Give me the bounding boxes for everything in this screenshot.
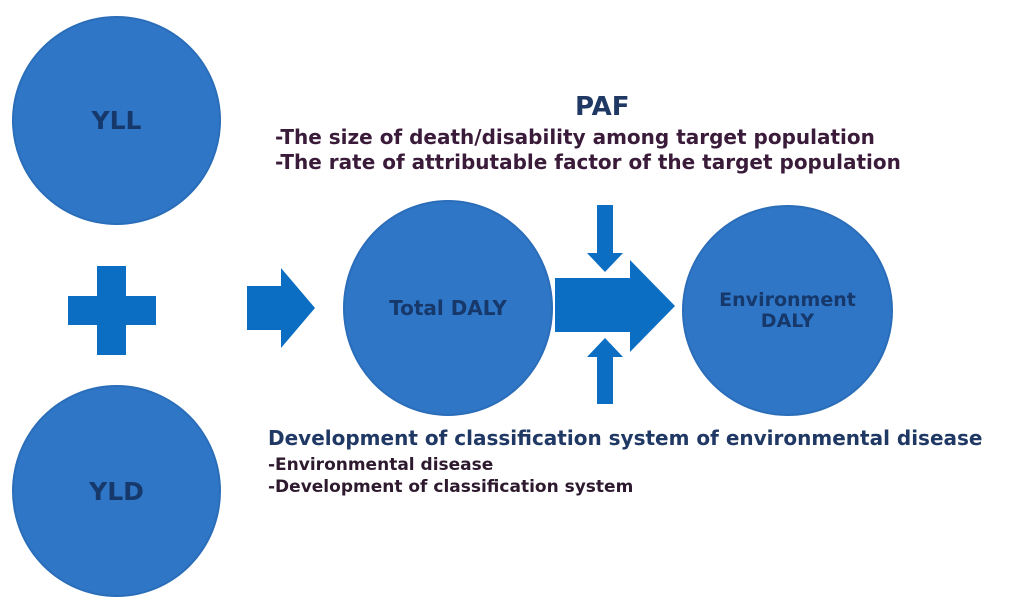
paf-line-2: -The rate of attributable factor of the … <box>275 150 901 174</box>
environment-daly-label: Environment DALY <box>719 288 856 332</box>
paf-line-1: -The size of death/disability among targ… <box>275 125 875 149</box>
arrow-right-to-total <box>247 268 315 348</box>
classification-title: Development of classification system of … <box>268 426 983 450</box>
classification-line-2: -Development of classification system <box>268 477 634 497</box>
classification-line-1: -Environmental disease <box>268 455 494 475</box>
arrow-down-paf <box>587 205 623 272</box>
total-daly-circle: Total DALY <box>343 200 553 416</box>
arrow-right-to-environment <box>555 260 675 352</box>
yll-circle: YLL <box>12 16 221 225</box>
paf-title: PAF <box>575 92 630 122</box>
yld-label: YLD <box>89 476 144 506</box>
arrow-up-classification <box>587 338 623 404</box>
total-daly-label: Total DALY <box>389 296 507 320</box>
yld-circle: YLD <box>12 385 221 597</box>
yll-label: YLL <box>91 106 142 135</box>
plus-icon <box>68 266 156 355</box>
environment-daly-circle: Environment DALY <box>682 205 893 416</box>
